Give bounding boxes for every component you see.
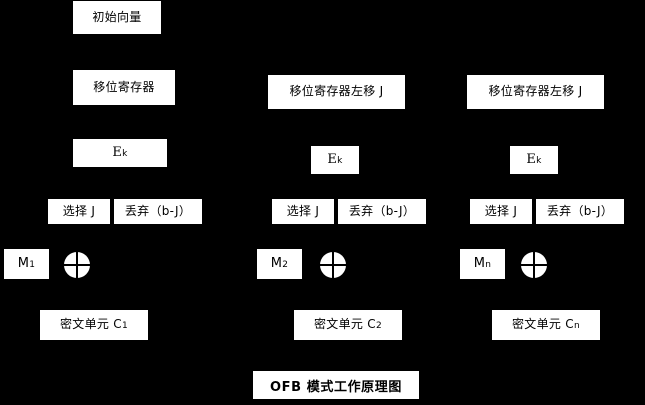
discard-label-2: 丢弃（b-J） <box>348 203 416 218</box>
select-label-1: 选择 J <box>62 203 96 218</box>
diagram-title: OFB 模式工作原理图 <box>253 371 419 399</box>
select-box-3: 选择 J <box>470 199 532 224</box>
discard-box-3: 丢弃（b-J） <box>536 199 624 224</box>
ciphertext-sub-1: 1 <box>121 321 129 332</box>
plaintext-sub-1: 1 <box>29 260 36 271</box>
select-label-2: 选择 J <box>286 203 320 218</box>
ciphertext-label-3: 密文单元 C <box>511 317 574 332</box>
shift-register-label-2: 移位寄存器左移 J <box>289 84 384 99</box>
shift-register-label-3: 移位寄存器左移 J <box>488 84 583 99</box>
discard-box-1: 丢弃（b-J） <box>114 199 202 224</box>
select-label-3: 选择 J <box>484 203 518 218</box>
discard-box-2: 丢弃（b-J） <box>338 199 426 224</box>
plaintext-label-3: M <box>473 255 486 271</box>
discard-label-3: 丢弃（b-J） <box>546 203 614 218</box>
xor-icon-3 <box>521 252 547 278</box>
encrypt-sub-2: k <box>337 156 343 167</box>
plaintext-label-1: M <box>17 255 30 271</box>
encrypt-label-3: E <box>526 151 537 167</box>
plaintext-label-2: M <box>270 255 283 271</box>
xor-icon-2 <box>320 252 346 278</box>
select-box-2: 选择 J <box>272 199 334 224</box>
shift-register-label-1: 移位寄存器 <box>93 79 155 94</box>
shift-register-box-2: 移位寄存器左移 J <box>268 75 405 109</box>
select-box-1: 选择 J <box>48 199 110 224</box>
ciphertext-label-1: 密文单元 C <box>59 317 122 332</box>
xor-icon-1 <box>64 252 90 278</box>
ciphertext-label-2: 密文单元 C <box>313 317 376 332</box>
plaintext-sub-3: n <box>485 260 492 271</box>
plaintext-sub-2: 2 <box>282 260 289 271</box>
ciphertext-sub-3: n <box>573 321 580 332</box>
initial-vector-label: 初始向量 <box>92 9 142 24</box>
discard-label-1: 丢弃（b-J） <box>124 203 192 218</box>
encrypt-sub-3: k <box>536 156 542 167</box>
ciphertext-sub-2: 2 <box>375 321 383 332</box>
encrypt-label-2: E <box>327 151 338 167</box>
shift-register-box-3: 移位寄存器左移 J <box>467 75 604 109</box>
initial-vector-box: 初始向量 <box>73 1 161 34</box>
shift-register-box-1: 移位寄存器 <box>73 70 175 105</box>
encrypt-sub-1: k <box>122 149 128 160</box>
diagram-title-label: OFB 模式工作原理图 <box>270 379 402 395</box>
encrypt-label-1: E <box>112 144 123 160</box>
